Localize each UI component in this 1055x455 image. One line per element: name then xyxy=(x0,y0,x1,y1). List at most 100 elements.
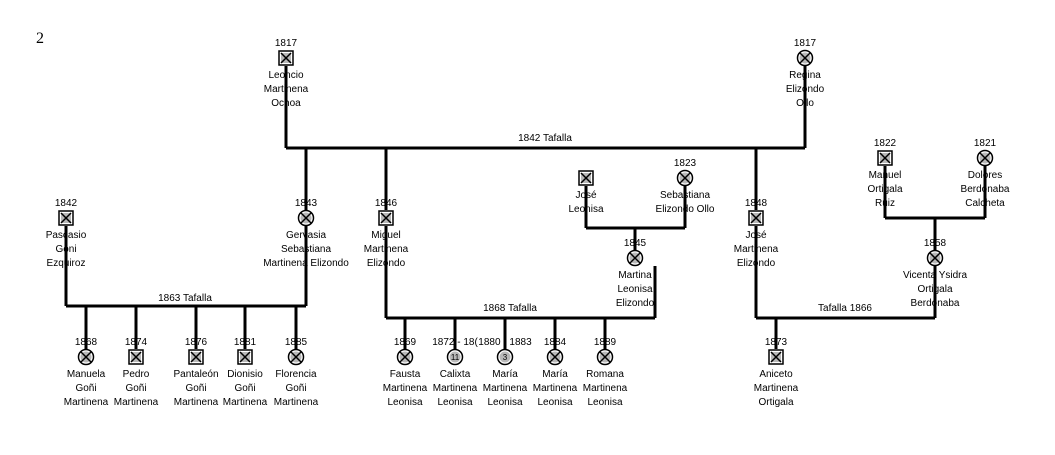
name-line: Leonisa xyxy=(537,397,572,408)
birth-year: 1845 xyxy=(624,238,647,249)
name-line: Martinena xyxy=(583,383,628,394)
male-square-icon xyxy=(578,170,594,186)
birth-year: 1822 xyxy=(874,138,897,149)
name-line: Martinena xyxy=(364,244,409,255)
male-square-icon xyxy=(768,349,784,365)
birth-year: 1874 xyxy=(125,337,148,348)
name-line: Martinena xyxy=(223,397,268,408)
name-line: Leoncio xyxy=(268,70,303,81)
marriage-label-jose-vicenta: Tafalla 1866 xyxy=(818,303,872,314)
name-line: Leonisa xyxy=(617,284,652,295)
female-circle-icon xyxy=(626,249,644,267)
male-square-icon xyxy=(188,349,204,365)
name-line: Goni xyxy=(55,244,76,255)
name-line: Ezquiroz xyxy=(47,258,86,269)
name-line: Ortigala xyxy=(917,284,952,295)
name-line: Elizondo xyxy=(616,298,655,309)
name-line: Goñi xyxy=(234,383,255,394)
name-line: Martinena xyxy=(483,383,528,394)
page-number: 2 xyxy=(36,30,44,47)
age-glyph: 3 xyxy=(503,353,508,362)
female-circle-icon xyxy=(297,209,315,227)
name-line: Manuel xyxy=(869,170,902,181)
name-line: Leonisa xyxy=(487,397,522,408)
female-circle-icon xyxy=(796,49,814,67)
name-line: Florencia xyxy=(275,369,317,380)
birth-year: 1821 xyxy=(974,138,997,149)
deceased-female-circle-icon: 11 xyxy=(446,348,464,366)
name-line: Elizondo xyxy=(367,258,406,269)
name-line: Sebastiana xyxy=(281,244,331,255)
connector-lines xyxy=(64,66,987,349)
name-line: Leonisa xyxy=(387,397,422,408)
name-line: Leonisa xyxy=(587,397,622,408)
name-line: Elizondo xyxy=(786,84,825,95)
marriage-label-leoncio-regina: 1842 Tafalla xyxy=(518,133,572,144)
birth-year: 1846 xyxy=(375,198,398,209)
name-line: Manuela xyxy=(67,369,106,380)
female-circle-icon xyxy=(676,169,694,187)
name-line: Vicenta Ysidra xyxy=(903,270,968,281)
marriage-labels: 1842 Tafalla 1863 Tafalla 1868 Tafalla Tafa… xyxy=(158,133,872,314)
name-line: Martinena xyxy=(64,397,109,408)
name-line: Martinena Elizondo xyxy=(263,258,349,269)
male-square-icon xyxy=(58,210,74,226)
male-square-icon xyxy=(877,150,893,166)
name-line: Pascasio xyxy=(46,230,87,241)
male-square-icon xyxy=(748,210,764,226)
marriage-label-pascasio-gervasia: 1863 Tafalla xyxy=(158,293,212,304)
name-line: Ruiz xyxy=(875,198,895,209)
deceased-female-circle-icon: 3 xyxy=(496,348,514,366)
name-line: Martinena xyxy=(383,383,428,394)
age-glyph: 11 xyxy=(451,353,460,362)
female-circle-icon xyxy=(396,348,414,366)
name-line: Goñi xyxy=(285,383,306,394)
name-line: Aniceto xyxy=(759,369,793,380)
name-line: Berdonaba xyxy=(911,298,960,309)
marriage-label-miguel-martina: 1868 Tafalla xyxy=(483,303,537,314)
male-square-icon xyxy=(237,349,253,365)
name-line: Pantaleón xyxy=(173,369,218,380)
name-line: Goñi xyxy=(75,383,96,394)
name-line: Romana xyxy=(586,369,624,380)
name-line: María xyxy=(542,369,568,380)
female-circle-icon xyxy=(77,348,95,366)
birth-year: 1876 xyxy=(185,337,208,348)
name-line: Goñi xyxy=(125,383,146,394)
name-line: Pedro xyxy=(123,369,150,380)
name-line: Leonisa xyxy=(568,204,603,215)
name-line: Calixta xyxy=(440,369,471,380)
name-line: Leonisa xyxy=(437,397,472,408)
name-line: Dionisio xyxy=(227,369,263,380)
male-square-icon xyxy=(378,210,394,226)
birth-year: 1868 xyxy=(75,337,98,348)
birth-year: 1884 xyxy=(544,337,567,348)
name-line: Martinena xyxy=(264,84,309,95)
birth-year: 1843 xyxy=(295,198,318,209)
birth-year: 1889 xyxy=(594,337,617,348)
female-circle-icon xyxy=(596,348,614,366)
name-line: Regina xyxy=(789,70,821,81)
male-square-icon xyxy=(278,50,294,66)
birth-year: 1872 - 18( xyxy=(432,337,478,348)
name-line: Gervasia xyxy=(286,230,326,241)
female-circle-icon xyxy=(976,149,994,167)
male-square-icon xyxy=(128,349,144,365)
birth-year: 1858 xyxy=(924,238,947,249)
